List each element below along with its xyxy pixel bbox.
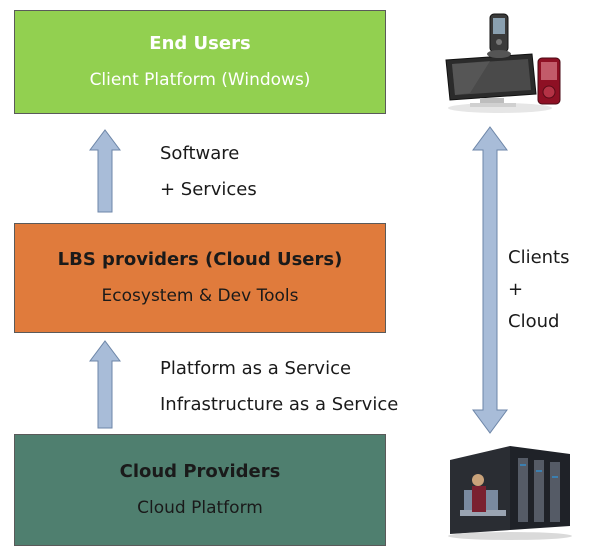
lbs-title: LBS providers (Cloud Users) [57,249,343,270]
clients-line1: Clients [508,247,570,268]
clients-cloud-label: Clients + Cloud [508,242,570,338]
software-line2: + Services [160,179,257,200]
double-arrow-clients-cloud [472,126,508,434]
software-line1: Software [160,143,240,164]
lbs-subtitle: Ecosystem & Dev Tools [101,286,299,306]
up-arrow-platform [89,340,121,429]
devices-image [445,13,561,113]
up-arrow-software [89,129,121,213]
cloud-providers-box: Cloud Providers Cloud Platform [14,434,386,546]
platform-line2: Infrastructure as a Service [160,394,399,415]
datacenter-image [440,440,580,540]
end-users-box: End Users Client Platform (Windows) [14,10,386,114]
platform-infra-label: Platform as a Service Infrastructure as … [160,351,398,423]
cloud-title: Cloud Providers [119,461,281,482]
end-users-title: End Users [149,33,251,54]
software-services-label: Software + Services [160,136,257,208]
platform-line1: Platform as a Service [160,358,352,379]
lbs-providers-box: LBS providers (Cloud Users) Ecosystem & … [14,223,386,333]
end-users-subtitle: Client Platform (Windows) [89,70,311,90]
clients-line3: Cloud [508,311,560,332]
clients-line2: + [508,279,524,300]
cloud-subtitle: Cloud Platform [137,498,263,518]
